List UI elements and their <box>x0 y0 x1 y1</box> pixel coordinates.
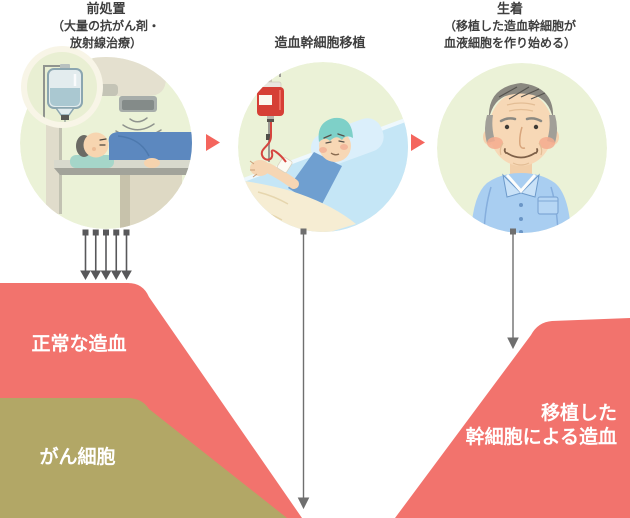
recovered-patient-illustration <box>437 63 607 233</box>
step-subtitle-line: 血液細胞を作り始める） <box>443 36 576 50</box>
cancer-cells-shape <box>0 398 287 518</box>
step-label-transplant: 造血幹細胞移植 <box>210 35 430 52</box>
timeline-arrows-icon <box>297 228 519 510</box>
transfusion-tube-icon <box>260 122 287 163</box>
transplanted-hematopoiesis-label: 移植した 幹細胞による造血 <box>466 401 617 449</box>
cancer-cells-label: がん細胞 <box>39 446 116 468</box>
stem-cell-transfusion-illustration <box>238 62 408 232</box>
normal-hematopoiesis-label: 正常な造血 <box>31 333 127 355</box>
treatment-effect-arrows-icon <box>80 229 132 281</box>
step-label-engraftment: 生着 （移植した造血幹細胞が 血液細胞を作り始める） <box>400 1 620 52</box>
step-label-pretreatment: 前処置 （大量の抗がん剤・ 放射線治療） <box>0 1 216 52</box>
step-subtitle-line: （移植した造血幹細胞が <box>443 19 576 33</box>
elderly-man-icon <box>483 83 559 179</box>
flow-arrow-right-icon <box>206 134 425 151</box>
step-title: 造血幹細胞移植 <box>274 36 366 51</box>
step-title: 生着 <box>496 2 523 17</box>
step-subtitle-line: （大量の抗がん剤・ <box>51 19 160 33</box>
step-subtitle-line: 放射線治療） <box>69 36 142 50</box>
step-title: 前処置 <box>86 2 126 17</box>
transplanted-label-line: 移植した <box>540 402 617 424</box>
transplanted-label-line: 幹細胞による造血 <box>465 426 617 448</box>
transplanted-hematopoiesis-shape <box>395 318 630 518</box>
pajama-shirt-icon <box>471 173 571 233</box>
iv-drip-icon <box>43 64 83 122</box>
chemo-iv-inset <box>21 46 103 128</box>
radiation-therapy-illustration <box>20 46 192 229</box>
lying-patient-icon <box>70 132 192 168</box>
